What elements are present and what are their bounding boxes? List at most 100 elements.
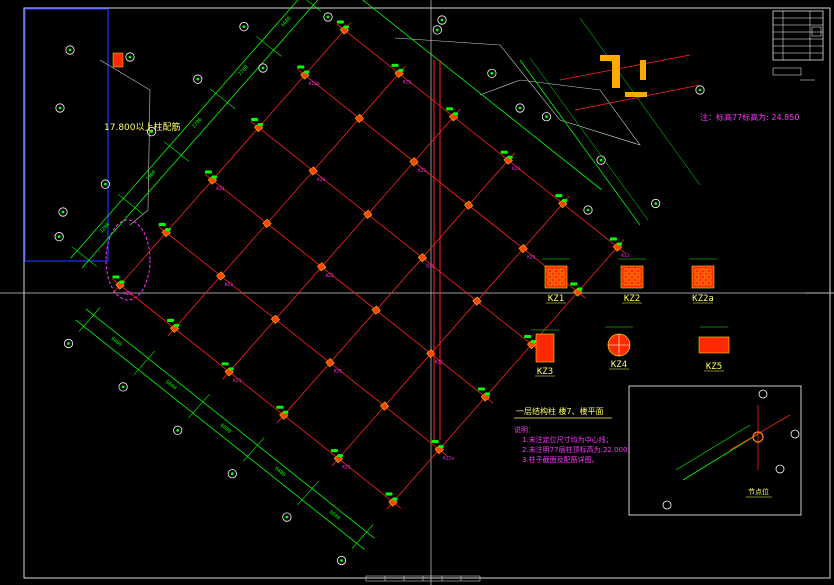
grid-line — [336, 23, 626, 254]
column-section — [691, 265, 715, 289]
rebar-mark — [230, 367, 234, 371]
axis-bubble-dot — [230, 472, 234, 476]
column-marker — [216, 271, 226, 281]
column-tag: KZ1 — [334, 369, 342, 375]
axis-bubble — [282, 512, 292, 522]
axis-bubble — [515, 103, 525, 113]
column-tag: KZ4 — [317, 177, 325, 183]
rebar-mark — [260, 122, 264, 127]
axis-bubble — [695, 85, 705, 95]
dimension-line — [81, 0, 319, 268]
extension-line — [71, 246, 97, 267]
rebar-mark — [116, 275, 120, 279]
grid-line — [113, 22, 352, 293]
rebar-mark — [450, 107, 454, 111]
axis-bubble-dot — [67, 342, 70, 345]
right-note: 注：标高77标高为: 24.850 — [700, 112, 799, 122]
detail-axis-bubble — [775, 464, 785, 474]
axis-bubble-dot — [121, 385, 125, 389]
extension-line — [297, 480, 319, 506]
column-tag: KZ1 — [124, 291, 132, 297]
column-marker — [417, 253, 427, 263]
top-right-plan — [519, 17, 701, 226]
column-tag: KZ2 — [435, 360, 443, 366]
dimension-line — [75, 319, 365, 550]
axis-bubble-dot — [150, 130, 153, 134]
axis-bubble-dot — [440, 18, 444, 22]
column-marker — [270, 314, 280, 324]
dimension-line — [85, 308, 375, 539]
axis-bubble-dot — [435, 28, 439, 32]
axis-bubble — [583, 205, 593, 215]
rebar-mark — [208, 170, 212, 174]
rebar-mark — [306, 70, 310, 74]
column-section — [544, 265, 568, 289]
column-marker — [112, 52, 124, 68]
axis-bubble — [65, 45, 75, 55]
rebar-mark — [213, 175, 217, 179]
rebar-mark — [574, 282, 578, 286]
column-type-label: KZ1 — [548, 294, 564, 304]
extension-line — [78, 307, 101, 332]
note-item: 2.未注明77层柱顶标高为:22.000； — [522, 445, 634, 454]
rebar-mark — [486, 392, 490, 396]
plan-title: 一层结构柱 楼7、楼平面 — [516, 406, 604, 416]
axis-bubbles — [54, 12, 705, 566]
column-tag: KZ2 — [216, 186, 224, 192]
grid-line — [296, 68, 586, 299]
detail-title: 节点位 — [748, 487, 769, 496]
title-block-table — [772, 10, 824, 81]
rebar-mark — [394, 497, 398, 501]
axis-bubble — [58, 207, 68, 217]
axis-bubble-dot — [242, 25, 246, 29]
axis-bubble-dot — [586, 208, 590, 212]
column-section — [535, 333, 555, 363]
leader-line-2 — [394, 37, 641, 146]
axis-bubble-dot — [57, 235, 61, 239]
column-type-label: KZ2a — [692, 294, 714, 304]
column-tag: KZ1 — [233, 378, 241, 384]
column-marker — [262, 218, 272, 228]
column-tag: KZ2 — [426, 264, 434, 270]
column-tag: KZ3 — [418, 168, 426, 174]
rebar-mark — [167, 227, 171, 232]
rebar-mark — [440, 444, 444, 449]
axis-bubble — [55, 103, 65, 113]
rebar-mark — [618, 242, 623, 246]
rebar-mark — [255, 117, 259, 122]
grid-line — [276, 152, 516, 423]
column-type-label: KZ5 — [706, 362, 722, 372]
rebar-mark — [395, 63, 399, 67]
column-marker — [308, 166, 318, 176]
column-marker — [518, 244, 528, 254]
note-item: 3.柱子截面及配筋详图。 — [522, 455, 599, 464]
extension-line — [210, 88, 236, 110]
extension-line — [351, 524, 374, 549]
axis-bubble — [487, 68, 497, 78]
axis-bubble-dot — [285, 515, 289, 519]
column-tag: KZ2a — [443, 456, 454, 462]
axis-bubble-dot — [326, 15, 330, 19]
axis-bubble-dot — [654, 202, 658, 205]
column-tag: KZ1 — [527, 255, 535, 261]
column-marker — [363, 209, 373, 219]
rebar-mark — [504, 150, 508, 154]
rebar-mark — [559, 194, 563, 198]
rebar-mark — [280, 405, 284, 409]
extension-line — [306, 0, 322, 12]
grid-line — [158, 225, 448, 457]
axis-bubble — [437, 15, 447, 25]
rebar-mark — [481, 387, 485, 391]
axis-bubble-dot — [261, 66, 265, 70]
rebar-mark — [455, 112, 459, 116]
axis-bubble-dot — [103, 182, 107, 186]
axis-bubble — [432, 25, 442, 35]
axis-bubble-dot — [518, 106, 522, 110]
axis-bubble-dot — [128, 55, 132, 59]
column-tag: KZ1 — [512, 166, 520, 172]
detail-axis-bubble — [790, 429, 800, 439]
rebar-mark — [564, 199, 568, 203]
rebar-mark — [171, 318, 175, 322]
column-tag: KZ2 — [326, 273, 334, 279]
